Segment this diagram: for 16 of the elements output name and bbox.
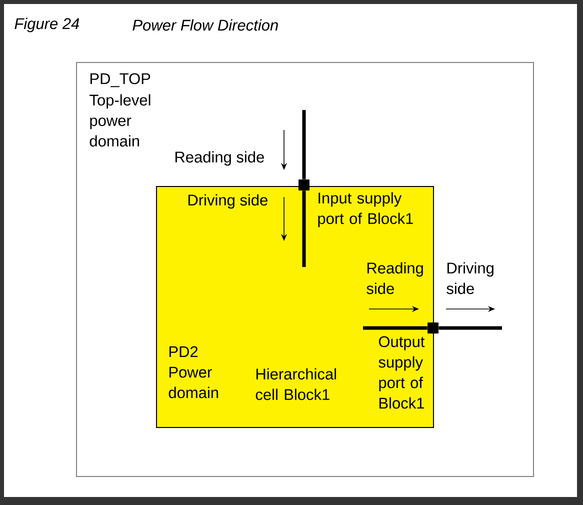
- figure-number: Figure 24: [14, 18, 80, 32]
- direction-label: Driving side: [446, 262, 494, 294]
- supply-wire: [302, 190, 306, 267]
- direction-label: Driving side: [188, 194, 268, 209]
- port-label: Output supply port of Block1: [378, 336, 425, 409]
- port-label: Input supply port of Block1: [318, 192, 413, 228]
- domain-label: PD_TOP: [90, 73, 150, 88]
- supply-wire: [302, 110, 306, 180]
- domain-label: Hierarchical cell Block1: [256, 368, 336, 400]
- supply-wire: [438, 326, 502, 330]
- domain-label: Top-level power domain: [90, 94, 150, 147]
- direction-label: Reading side: [175, 151, 264, 166]
- direction-label: Reading side: [366, 262, 423, 294]
- figure-title: Power Flow Direction: [132, 19, 278, 31]
- supply-wire: [363, 326, 428, 330]
- domain-label: PD2 Power domain: [168, 346, 218, 398]
